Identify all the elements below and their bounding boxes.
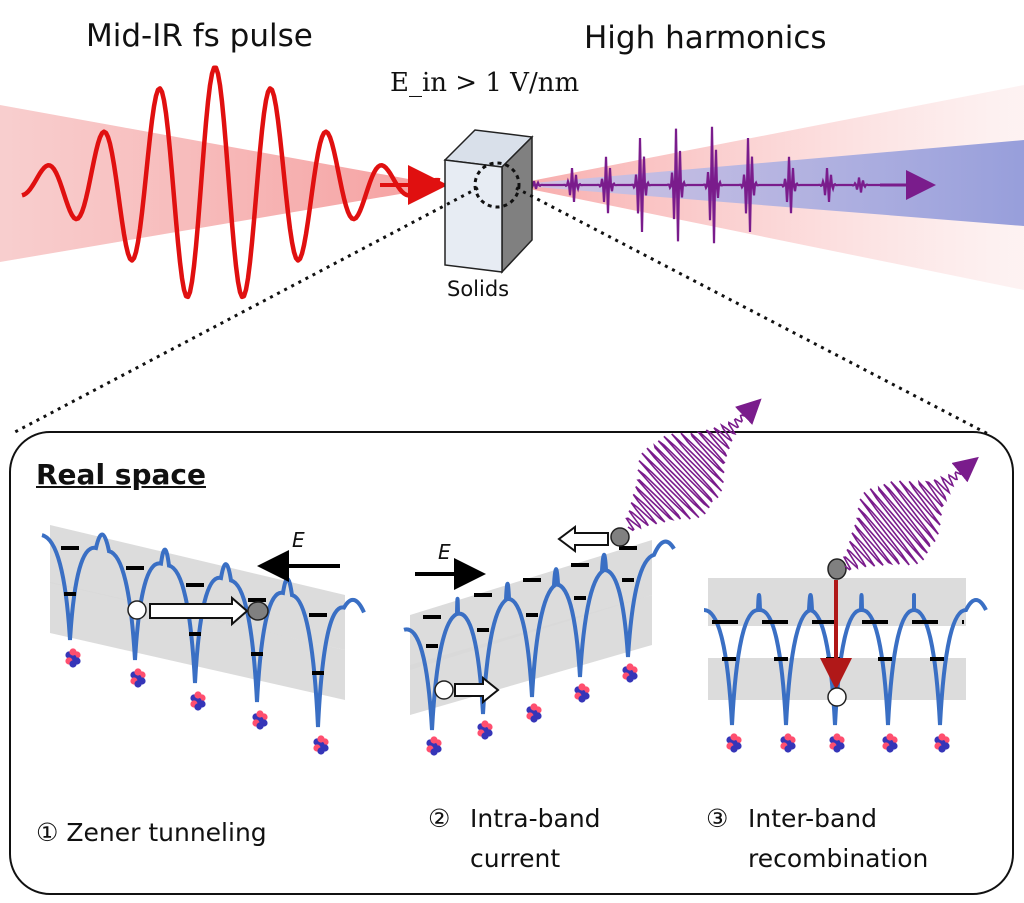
intraband-electron-arrow [557, 525, 609, 553]
step-2-line-1: Intra-band [470, 804, 601, 833]
nucleon [256, 722, 264, 730]
nucleus [65, 648, 81, 668]
emission-arrow [951, 456, 979, 483]
interband-hole [827, 687, 847, 707]
intraband-emission [625, 398, 762, 532]
nucleus [526, 703, 542, 723]
nucleon [784, 733, 792, 741]
step-1-marker: ① [36, 818, 59, 847]
step-3-line-1: Inter-band [748, 804, 878, 833]
nucleus [130, 668, 146, 688]
step-1-label: ① Zener tunneling [36, 812, 267, 854]
zoom-line-right [515, 186, 991, 437]
input-pulse-waveform [21, 65, 441, 300]
mid-ir-pulse-title: Mid-IR fs pulse [86, 18, 313, 54]
nucleus [477, 720, 493, 740]
nucleon [256, 710, 264, 718]
nucleon [626, 675, 634, 683]
field-condition-label: E_in > 1 V/nm [390, 68, 580, 98]
zener-tunneling-arrow [149, 595, 249, 627]
intraband-hole [434, 680, 454, 700]
nucleon [784, 745, 792, 753]
emission-waveform [842, 459, 975, 571]
nucleon [317, 735, 325, 743]
interband-diagram [703, 456, 988, 753]
nucleon [833, 733, 841, 741]
nucleus [190, 691, 206, 711]
field-label-1: E [292, 528, 305, 552]
nucleon [886, 733, 894, 741]
step-2-line-2: current [470, 844, 561, 873]
zener-nuclei [65, 648, 329, 755]
nucleus [426, 736, 442, 756]
solids-label: Solids [447, 277, 510, 301]
nucleon [530, 715, 538, 723]
nucleon [194, 691, 202, 699]
field-label-2: E [438, 540, 451, 564]
nucleon [430, 736, 438, 744]
zener-hole [127, 600, 147, 620]
nucleon [730, 745, 738, 753]
intraband-potential-curve [403, 539, 676, 731]
nucleus [574, 683, 590, 703]
nucleus [252, 710, 268, 730]
interband-emission [842, 456, 979, 571]
step-3-marker: ③ [706, 804, 729, 833]
nucleon [317, 747, 325, 755]
nucleon [578, 695, 586, 703]
interband-nuclei [726, 733, 950, 753]
nucleus [622, 663, 638, 683]
nucleon [134, 680, 142, 688]
high-harmonics-title: High harmonics [584, 20, 827, 56]
nucleon [481, 720, 489, 728]
intraband-energy-levels [423, 546, 637, 648]
real-space-title: Real space [36, 458, 206, 491]
harmonic-waveform [510, 126, 880, 244]
nucleon [69, 660, 77, 668]
nucleon [730, 733, 738, 741]
nucleus [829, 733, 845, 753]
interband-electron [827, 558, 847, 580]
zener-potential-curve [41, 532, 366, 728]
zener-diagram [41, 525, 366, 755]
nucleus [882, 733, 898, 753]
step-1-line-1: Zener tunneling [66, 818, 267, 847]
step-2-marker: ② [428, 804, 451, 833]
harmonic-beam-cone [510, 140, 1024, 226]
nucleon [430, 748, 438, 756]
zener-electron [247, 601, 269, 621]
emission-arrow [734, 398, 762, 425]
nucleus [726, 733, 742, 753]
intraband-hole-arrow [454, 675, 500, 705]
nucleus [780, 733, 796, 753]
focus-circle [473, 161, 521, 209]
nucleon [530, 703, 538, 711]
solid-slab [443, 129, 534, 274]
nucleon [626, 663, 634, 671]
nucleon [69, 648, 77, 656]
nucleon [833, 745, 841, 753]
nucleus [934, 733, 950, 753]
nucleus [313, 735, 329, 755]
nucleon [134, 668, 142, 676]
nucleon [194, 703, 202, 711]
step-3-line-2: recombination [748, 844, 929, 873]
intraband-diagram [403, 398, 762, 756]
nucleon [578, 683, 586, 691]
nucleon [938, 733, 946, 741]
nucleon [886, 745, 894, 753]
nucleon [481, 732, 489, 740]
intraband-electron [610, 527, 630, 547]
intraband-nuclei [426, 663, 638, 756]
nucleon [938, 745, 946, 753]
